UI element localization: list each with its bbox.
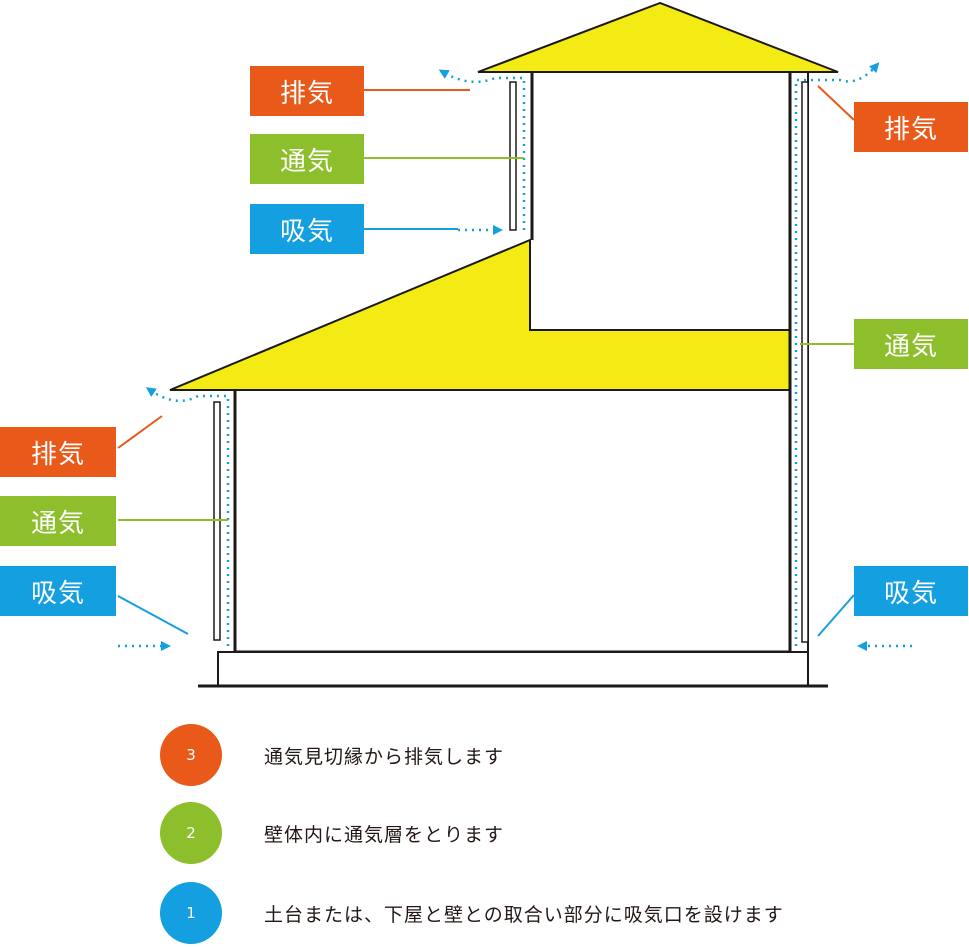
upper-roof [477, 1, 839, 73]
legend-badge: 1 [160, 882, 222, 944]
label-intake-upper-left: 吸気 [250, 204, 364, 254]
label-exhaust-upper-right: 排気 [854, 102, 968, 152]
legend-item-exhaust: 3 通気見切縁から排気します [160, 723, 504, 787]
legend-text: 通気見切縁から排気します [264, 745, 505, 768]
foundation [217, 651, 809, 687]
cladding-right [801, 81, 809, 643]
legend-text: 壁体内に通気層をとります [264, 823, 505, 846]
first-floor-walls [233, 390, 792, 654]
second-floor-walls [530, 72, 792, 330]
legend-item-intake: 1 土台または、下屋と壁との取合い部分に吸気口を設けます [160, 881, 784, 945]
label-exhaust-lower-left: 排気 [0, 427, 116, 477]
lower-roof [169, 238, 791, 391]
label-ventilation-lower-left: 通気 [0, 496, 116, 546]
label-ventilation-right: 通気 [854, 319, 968, 369]
airflow-paths [118, 62, 912, 651]
label-ventilation-upper-left: 通気 [250, 134, 364, 184]
legend-item-ventilation: 2 壁体内に通気層をとります [160, 801, 504, 865]
cladding-upper [509, 81, 517, 231]
label-intake-lower-left: 吸気 [0, 566, 116, 616]
label-exhaust-upper-left: 排気 [250, 66, 364, 116]
label-intake-right: 吸気 [854, 566, 968, 616]
legend-badge: 3 [160, 724, 222, 786]
legend-badge: 2 [160, 802, 222, 864]
leader-lines [117, 85, 855, 637]
legend-text: 土台または、下屋と壁との取合い部分に吸気口を設けます [264, 903, 784, 926]
